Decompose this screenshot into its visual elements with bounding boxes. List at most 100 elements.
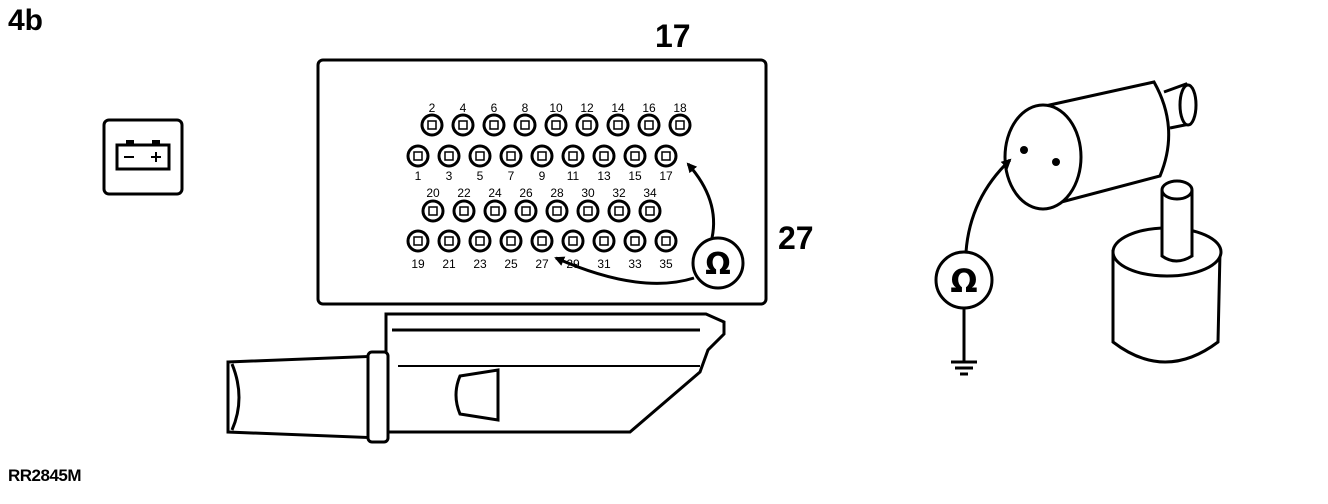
pin-14 [606,113,630,137]
ohm-symbol: Ω [950,262,977,300]
pin-25 [499,229,523,253]
pin-contact-23 [475,236,485,246]
ohm-symbol: Ω [705,247,731,282]
ohmmeter-icon [691,236,745,290]
pin-contact-28 [552,206,562,216]
pin-19 [406,229,430,253]
pin-30 [576,199,600,223]
pin-label-7: 7 [508,169,515,183]
pin-label-23: 23 [473,257,487,271]
pin-contact-12 [582,120,592,130]
pin-label-30: 30 [581,186,595,200]
pin-label-21: 21 [442,257,456,271]
pin-label-10: 10 [549,101,563,115]
pin-label-20: 20 [426,186,440,200]
pin-contact-10 [551,120,561,130]
pin-label-17: 17 [659,169,673,183]
pin-label-3: 3 [446,169,453,183]
pin-12 [575,113,599,137]
figure-label: 4b [8,4,44,37]
pin-contact-21 [444,236,454,246]
pin-32 [607,199,631,223]
callout-17: 17 [655,18,691,54]
pin-22 [452,199,476,223]
pin-contact-25 [506,236,516,246]
pin-label-5: 5 [477,169,484,183]
pin-label-12: 12 [580,101,594,115]
pin-contact-11 [568,151,578,161]
pin-label-16: 16 [642,101,656,115]
pin-contact-1 [413,151,423,161]
pin-4 [451,113,475,137]
pin-contact-3 [444,151,454,161]
pin-contact-15 [630,151,640,161]
pin-23 [468,229,492,253]
pin-contact-30 [583,206,593,216]
pin-contact-14 [613,120,623,130]
callout-27: 27 [778,220,814,256]
pin-3 [437,144,461,168]
pin-contact-16 [644,120,654,130]
probe-lead-27 [554,256,695,285]
battery-icon [102,118,184,196]
harness-plug-body [226,312,726,444]
pin-9 [530,144,554,168]
pin-contact-20 [428,206,438,216]
pin-label-13: 13 [597,169,611,183]
pin-contact-9 [537,151,547,161]
pin-label-33: 33 [628,257,642,271]
pin-label-9: 9 [539,169,546,183]
pin-label-34: 34 [643,186,657,200]
pin-26 [514,199,538,223]
pin-label-1: 1 [415,169,422,183]
pin-17 [654,144,678,168]
pin-contact-31 [599,236,609,246]
pin-contact-6 [489,120,499,130]
pin-10 [544,113,568,137]
pin-contact-8 [520,120,530,130]
pin-contact-2 [427,120,437,130]
pin-5 [468,144,492,168]
pin-contact-33 [630,236,640,246]
pin-7 [499,144,523,168]
pin-6 [482,113,506,137]
pin-label-18: 18 [673,101,687,115]
pin-label-35: 35 [659,257,673,271]
reference-code: RR2845M [8,466,82,485]
sensor-probe-lead [964,158,1012,253]
pin-13 [592,144,616,168]
pin-label-15: 15 [628,169,642,183]
sensor-terminal-2 [1052,158,1060,166]
pin-11 [561,144,585,168]
probe-lead-17 [686,162,716,239]
pin-label-14: 14 [611,101,625,115]
pin-contact-35 [661,236,671,246]
sensor-terminal-1 [1020,146,1028,154]
pin-21 [437,229,461,253]
pin-label-31: 31 [597,257,611,271]
pin-label-24: 24 [488,186,502,200]
pin-contact-5 [475,151,485,161]
pin-contact-22 [459,206,469,216]
pin-contact-26 [521,206,531,216]
pin-label-6: 6 [491,101,498,115]
pin-31 [592,229,616,253]
pin-contact-32 [614,206,624,216]
pin-27 [530,229,554,253]
pin-label-25: 25 [504,257,518,271]
pin-16 [637,113,661,137]
pin-34 [638,199,662,223]
pin-label-27: 27 [535,257,549,271]
pin-contact-34 [645,206,655,216]
ground-symbol-icon [951,308,977,376]
pin-33 [623,229,647,253]
pin-label-2: 2 [429,101,436,115]
pin-label-28: 28 [550,186,564,200]
pin-8 [513,113,537,137]
pin-1 [406,144,430,168]
pin-label-26: 26 [519,186,533,200]
pin-label-11: 11 [567,169,580,183]
pin-18 [668,113,692,137]
